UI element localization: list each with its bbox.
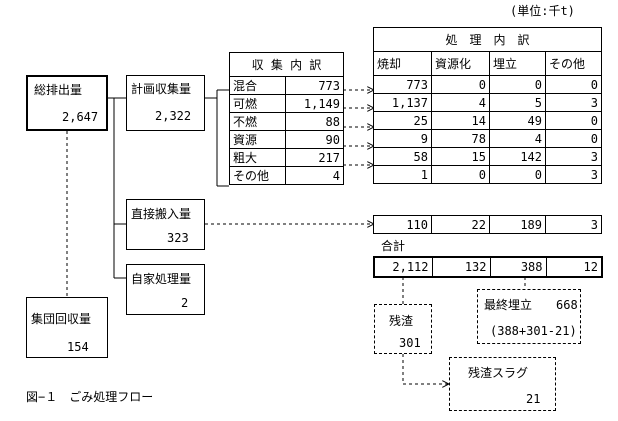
residue-value: 301 [399,336,421,350]
treatment-column-headers: 焼却 資源化 埋立 その他 [373,51,603,76]
figure-caption: 図−１ ごみ処理フロー [26,390,154,404]
final-value: 668 [556,298,578,312]
total-box: 総排出量 2,647 [26,75,108,131]
self-label: 自家処理量 [131,272,192,286]
final-formula: (388+301-21) [490,324,577,338]
residue-box: 残渣 301 [374,304,432,354]
direct-box: 直接搬入量 323 [126,199,205,250]
group-value: 154 [67,340,89,354]
residue-label: 残渣 [389,314,414,328]
group-label: 集団回収量 [31,312,92,326]
direct-value: 323 [167,231,189,245]
self-box: 自家処理量 2 [126,264,205,315]
slag-label: 残渣スラグ [468,366,529,380]
treatment-header: 処 理 内 訳 [372,27,603,52]
planned-label: 計画収集量 [131,82,192,96]
direct-label: 直接搬入量 [131,207,192,221]
planned-value: 2,322 [155,109,192,123]
slag-value: 21 [526,392,541,406]
self-value: 2 [181,296,189,310]
final-landfill-box: 最終埋立 668 (388+301-21) [477,289,581,344]
final-label: 最終埋立 [484,298,533,312]
total-label: 総排出量 [34,83,83,97]
arrow-residue-slag [402,354,448,384]
group-box: 集団回収量 154 [26,297,108,358]
collection-header: 収 集 内 訳 [229,52,344,77]
slag-box: 残渣スラグ 21 [449,357,556,411]
planned-box: 計画収集量 2,322 [126,75,205,131]
unit-label: (単位:千t) [510,4,575,18]
sum-label: 合計 [381,239,406,253]
total-value: 2,647 [62,110,99,124]
